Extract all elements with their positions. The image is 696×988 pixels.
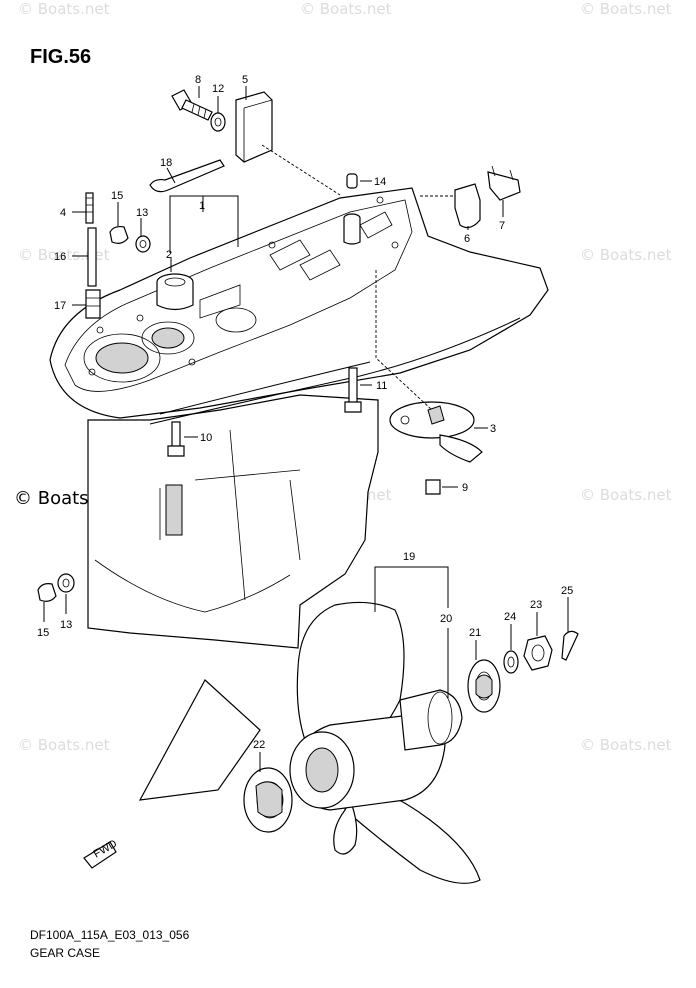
part-label-11: 11 xyxy=(376,380,387,392)
part-label-13-lower: 13 xyxy=(60,619,72,631)
part-label-21: 21 xyxy=(469,627,481,639)
part-label-3: 3 xyxy=(490,423,496,435)
watermark: © Boats.net xyxy=(18,246,110,264)
diagram-code: DF100A_115A_E03_013_056 xyxy=(30,928,190,942)
watermark: © Boats.net xyxy=(18,0,110,18)
diagram-caption: GEAR CASE xyxy=(30,946,100,960)
watermark: © Boats.net xyxy=(580,486,672,504)
part-label-15-lower: 15 xyxy=(37,627,49,639)
watermark: © Boats.net xyxy=(580,736,672,754)
part-label-25: 25 xyxy=(561,585,573,597)
watermark: © Boats.net xyxy=(580,246,672,264)
gear-case-housing xyxy=(49,187,549,801)
part-label-6: 6 xyxy=(464,233,470,245)
leader-lines xyxy=(43,86,569,772)
part-label-15: 15 xyxy=(111,190,123,202)
part-label-17: 17 xyxy=(54,300,66,312)
part-label-7: 7 xyxy=(499,220,505,232)
part-label-4: 4 xyxy=(60,207,66,219)
part-label-8: 8 xyxy=(195,74,201,86)
part-label-1: 1 xyxy=(199,200,205,212)
small-parts xyxy=(37,89,521,602)
part-label-10: 10 xyxy=(200,432,212,444)
part-label-9: 9 xyxy=(462,482,468,494)
part-label-19: 19 xyxy=(403,551,415,563)
part-label-16: 16 xyxy=(54,251,66,263)
propeller-assembly: FWD xyxy=(83,601,579,884)
part-label-13: 13 xyxy=(136,207,148,219)
part-label-23: 23 xyxy=(530,599,542,611)
part-label-2: 2 xyxy=(166,249,172,261)
part-label-22: 22 xyxy=(253,739,265,751)
watermark: © Boats.net xyxy=(18,736,110,754)
part-labels: 8 12 5 18 1 2 15 13 4 16 17 14 6 7 11 10… xyxy=(37,74,573,751)
part-label-18: 18 xyxy=(160,157,172,169)
watermark: © Boats.net xyxy=(300,0,392,18)
part-label-12: 12 xyxy=(212,83,224,95)
part-label-14: 14 xyxy=(374,176,386,188)
watermark: © Boats.net xyxy=(580,0,672,18)
part-label-24: 24 xyxy=(504,611,516,623)
part-label-5: 5 xyxy=(242,74,248,86)
part-label-20: 20 xyxy=(440,613,452,625)
figure-title: FIG.56 xyxy=(30,46,91,68)
